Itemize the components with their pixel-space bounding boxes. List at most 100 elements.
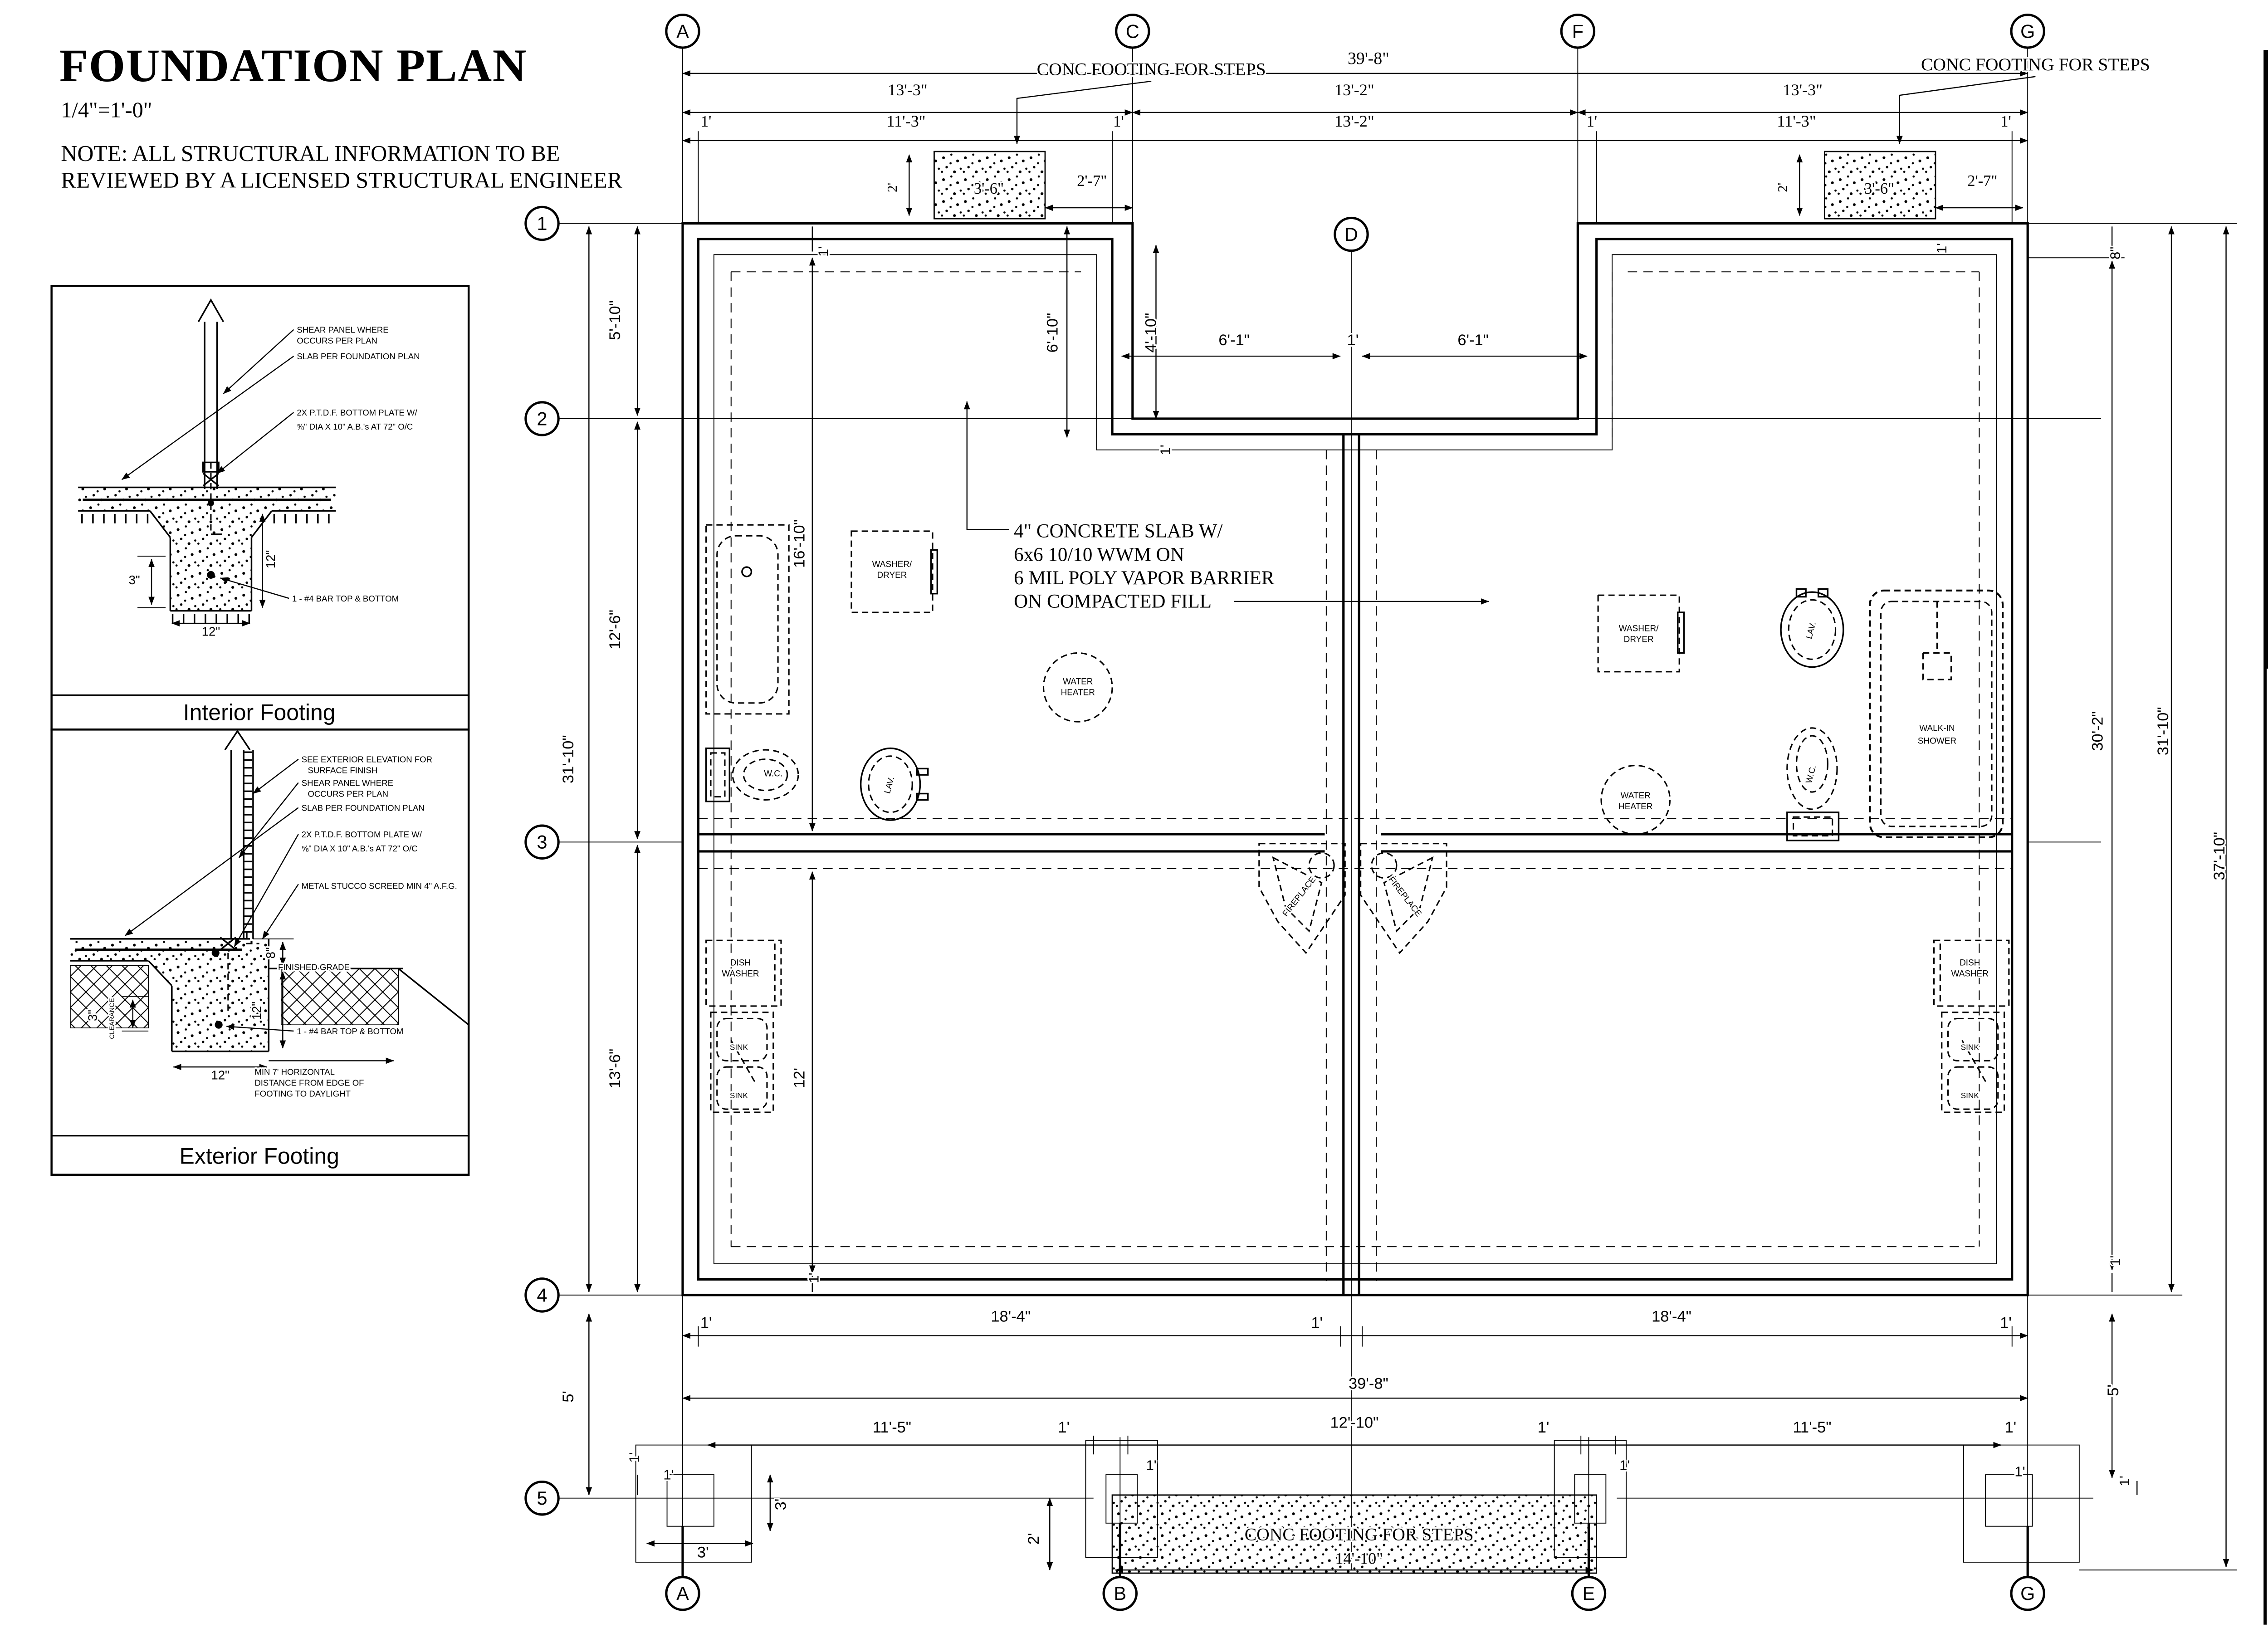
annotation-text: 1': [806, 1273, 822, 1283]
grid-bubble: [524, 205, 560, 241]
annotation-text: FIREPLACE: [1281, 875, 1318, 919]
annotation-text: SEE EXTERIOR ELEVATION FOR: [302, 755, 432, 764]
step-footing-bottom: [1111, 1494, 1598, 1574]
annotation-text: CLEARANCE: [108, 998, 116, 1039]
annotation-text: 4" CONCRETE SLAB W/: [1014, 521, 1222, 542]
annotation-text: SINK: [730, 1091, 748, 1100]
fireplace-left: [1258, 843, 1346, 954]
annotation-text: WALK-IN: [1919, 724, 1955, 733]
lavatory-right: [1780, 588, 1844, 668]
annotation-text: SLAB PER FOUNDATION PLAN: [297, 352, 420, 361]
grid-bubble: [2010, 14, 2045, 49]
annotation-text: 37'-10": [2211, 832, 2228, 880]
annotation-text: ON COMPACTED FILL: [1014, 591, 1212, 612]
annotation-text: 1': [1058, 1419, 1070, 1436]
annotation-text: FINISHED GRADE: [278, 963, 350, 972]
annotation-text: FOOTING TO DAYLIGHT: [254, 1089, 351, 1099]
structural-note-line2: REVIEWED BY A LICENSED STRUCTURAL ENGINE…: [61, 169, 623, 195]
sink-left: [710, 1012, 774, 1113]
bathtub: [705, 524, 790, 715]
annotation-text: 11'-3": [886, 112, 925, 130]
annotation-text: 1': [2107, 1256, 2123, 1266]
grid-bubble-label: 3: [537, 832, 547, 853]
annotation-text: 11'-5": [1793, 1419, 1831, 1436]
step-footings: [934, 151, 1936, 1574]
grid-bubble-label: 4: [537, 1285, 547, 1305]
annotation-text: 12': [791, 1068, 808, 1088]
grid-bubble: [665, 1576, 700, 1611]
annotation-text: 11'-5": [873, 1419, 911, 1436]
washer-dryer-left: [850, 530, 938, 613]
annotation-text: 2'-7": [1077, 172, 1107, 190]
annotation-text: 6'-1": [1457, 332, 1489, 349]
annotation-text: DISTANCE FROM EDGE OF: [254, 1078, 364, 1088]
annotation-text: 8": [264, 947, 278, 958]
lavatory-left: [860, 747, 929, 821]
annotation-text: SHOWER: [1918, 736, 1956, 746]
annotation-text: 1': [2004, 1419, 2016, 1436]
annotation-text: 2X P.T.D.F. BOTTOM PLATE W/: [297, 408, 417, 417]
annotation-text: SINK: [1961, 1042, 1980, 1051]
annotation-text: DISH: [1960, 958, 1980, 968]
annotation-text: ⅝" DIA X 10" A.B.'s AT 72" O/C: [302, 844, 418, 853]
annotation-text: 3': [772, 1499, 789, 1511]
dimension-lines: [586, 70, 2229, 1573]
annotation-text: 3'-6": [1864, 180, 1894, 197]
step-footing-top-right: [1824, 151, 1936, 220]
sheet-border-line: [2263, 50, 2266, 1625]
structural-note-line1: NOTE: ALL STRUCTURAL INFORMATION TO BE: [61, 142, 560, 167]
grid-bubble: [1560, 14, 1596, 49]
drawing-scale: 1/4"=1'-0": [61, 100, 152, 124]
annotation-text: WASHER/: [1619, 624, 1659, 633]
grid-lines: [559, 48, 2237, 1576]
annotation-text: 1': [1619, 1457, 1630, 1473]
annotation-text: METAL STUCCO SCREED MIN 4" A.F.G.: [302, 881, 457, 891]
toilet-left: [705, 747, 799, 802]
dishwasher-right: [1933, 939, 2010, 1007]
annotation-text: SINK: [1961, 1091, 1980, 1100]
annotation-text: CONC FOOTING FOR STEPS: [1245, 1525, 1474, 1545]
annotation-text: 39'-8": [1349, 1375, 1388, 1393]
annotation-text: 31'-10": [2155, 707, 2172, 755]
annotation-text: 6x6 10/10 WWM ON: [1014, 544, 1184, 565]
annotation-text: 3": [86, 1010, 100, 1021]
annotation-text: 5': [2105, 1384, 2122, 1396]
annotation-text: SHEAR PANEL WHERE: [302, 778, 393, 787]
annotation-text: MIN 7' HORIZONTAL: [254, 1067, 335, 1076]
annotation-text: 13'-3": [888, 81, 928, 99]
annotation-text: 13'-2": [1334, 112, 1374, 130]
annotation-text: 8": [2107, 247, 2123, 259]
annotation-text: 1': [1587, 113, 1597, 130]
annotation-text: 12'-10": [1330, 1414, 1378, 1432]
annotation-text: 2X P.T.D.F. BOTTOM PLATE W/: [302, 830, 422, 839]
annotation-text: 1': [700, 1314, 712, 1331]
fireplace-right: [1360, 843, 1447, 954]
annotation-text: W.C.: [764, 769, 782, 779]
grid-bubble: [524, 1277, 560, 1313]
grid-bubble-label: G: [2020, 1583, 2035, 1604]
water-heater-left: [1042, 652, 1113, 723]
annotation-text: 2'-7": [1967, 172, 1997, 190]
piers: [635, 1440, 2080, 1576]
grid-bubble: [665, 14, 700, 49]
annotation-text: Interior Footing: [183, 700, 336, 725]
annotation-text: 1': [2014, 1463, 2025, 1479]
annotation-text: 6'-1": [1218, 332, 1250, 349]
annotation-text: DRYER: [877, 571, 907, 580]
annotation-text: SLAB PER FOUNDATION PLAN: [302, 803, 425, 812]
annotation-text: OCCURS PER PLAN: [308, 789, 388, 798]
grid-bubble-label: A: [676, 1583, 689, 1604]
grid-bubble-label: F: [1572, 21, 1584, 42]
annotation-text: HEATER: [1061, 688, 1095, 698]
annotation-text: WATER: [1063, 677, 1093, 686]
grid-bubble-label: E: [1583, 1583, 1595, 1604]
annotation-text: 6'-10": [1044, 313, 1061, 353]
toilet-right: [1786, 727, 1840, 841]
grid-bubble: [524, 401, 560, 436]
annotation-text: 18'-4": [1652, 1308, 1691, 1325]
